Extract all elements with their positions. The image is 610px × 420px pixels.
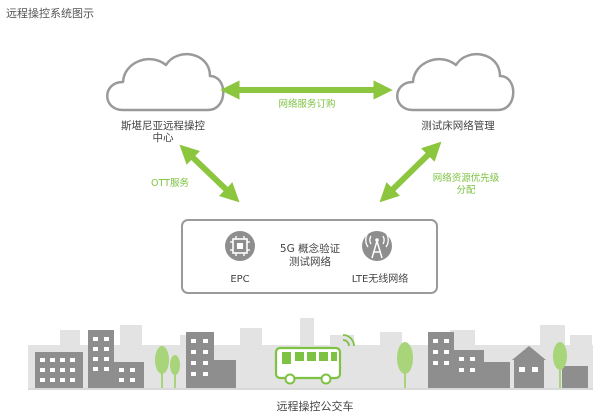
cloud-icon (396, 53, 515, 112)
priority-label-line2: 分配 (456, 185, 476, 196)
epc-chip-icon (225, 231, 255, 261)
ott-label: OTT服务 (151, 177, 189, 189)
cloud-icon (106, 53, 225, 112)
tree-icon (155, 342, 567, 388)
priority-label-line1: 网络资源优先级 (433, 172, 500, 184)
building-windows (40, 337, 538, 382)
diagram-title: 远程操控系统图示 (6, 6, 94, 20)
left-cloud-label-line1: 斯堪尼亚远程操控 (121, 119, 205, 132)
network-box-label-line2: 测试网络 (289, 255, 331, 268)
priority-arrow (379, 141, 442, 203)
right-cloud-label: 测试床网络管理 (421, 119, 495, 132)
radio-tower-icon (362, 231, 392, 261)
lte-label: LTE无线网络 (352, 272, 409, 285)
bus-icon (274, 334, 355, 385)
network-box-label-line1: 5G 概念验证 (280, 242, 341, 255)
epc-label: EPC (230, 274, 249, 285)
service-order-label: 网络服务订购 (278, 98, 335, 110)
footer-caption: 远程操控公交车 (277, 399, 354, 413)
ott-arrow (179, 144, 240, 203)
ground-line (28, 388, 593, 390)
left-cloud-label-line2: 中心 (153, 131, 174, 144)
